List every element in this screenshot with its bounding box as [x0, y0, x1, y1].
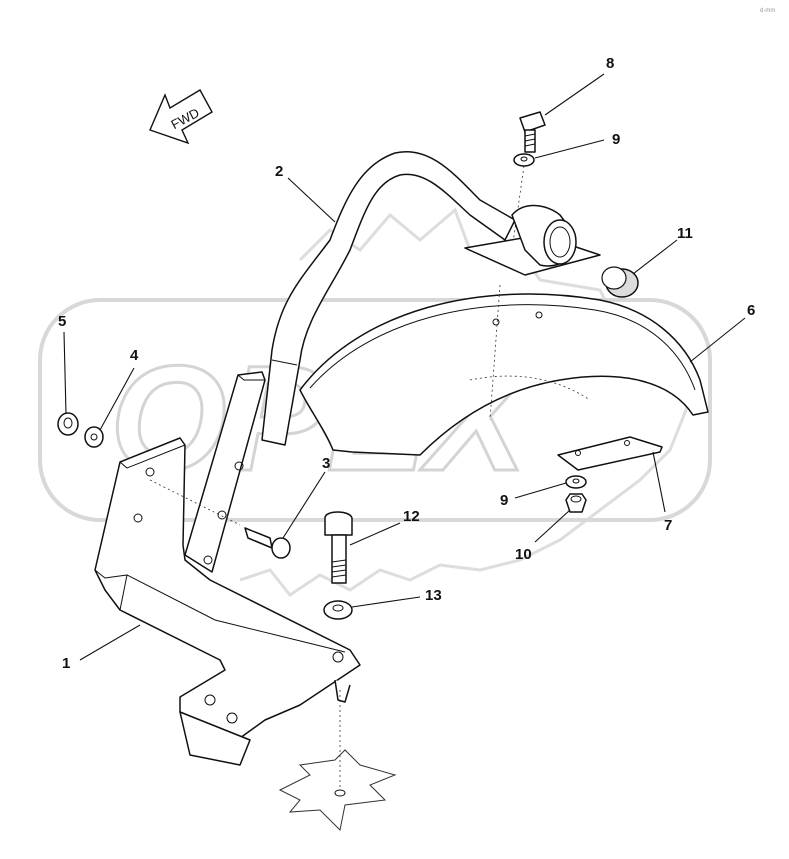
- callout-7: 7: [664, 517, 672, 534]
- ground-plate: [278, 749, 397, 832]
- callout-6: 6: [747, 302, 755, 319]
- bolt-8: [519, 111, 546, 153]
- corner-mark: d-mm: [760, 8, 775, 14]
- strip-plate-7: [557, 436, 663, 471]
- bolt-12: [324, 511, 353, 584]
- washer-4: [84, 426, 104, 448]
- fender-part: [299, 293, 709, 456]
- bolt-3: [244, 527, 291, 559]
- callout-1: 1: [62, 655, 70, 672]
- callout-3: 3: [322, 455, 330, 472]
- nut-10: [565, 493, 587, 513]
- callout-2: 2: [275, 163, 283, 180]
- nut-5: [57, 412, 79, 436]
- assembly-line: [511, 165, 525, 251]
- washer-13: [323, 600, 353, 620]
- washer-9-top: [513, 153, 535, 167]
- callout-11: 11: [677, 225, 693, 242]
- callout-10: 10: [515, 546, 532, 563]
- washer-9-lower: [565, 475, 587, 489]
- callout-13: 13: [425, 587, 442, 604]
- base-bracket-1: [94, 437, 361, 766]
- callout-9-lower: 9: [500, 492, 508, 509]
- callout-4: 4: [130, 347, 139, 364]
- watermark-gear: [38, 207, 712, 598]
- fwd-arrow-icon: [149, 89, 213, 145]
- leader-lines: [63, 73, 746, 661]
- callout-5: 5: [58, 313, 66, 330]
- handle-mount-plate: [184, 371, 266, 573]
- callout-9-top: 9: [612, 131, 620, 148]
- callout-8: 8: [606, 55, 614, 72]
- plug-11: [601, 266, 639, 298]
- tube-bracket: [464, 204, 601, 276]
- callout-12: 12: [403, 508, 420, 525]
- assembly-line: [149, 479, 241, 526]
